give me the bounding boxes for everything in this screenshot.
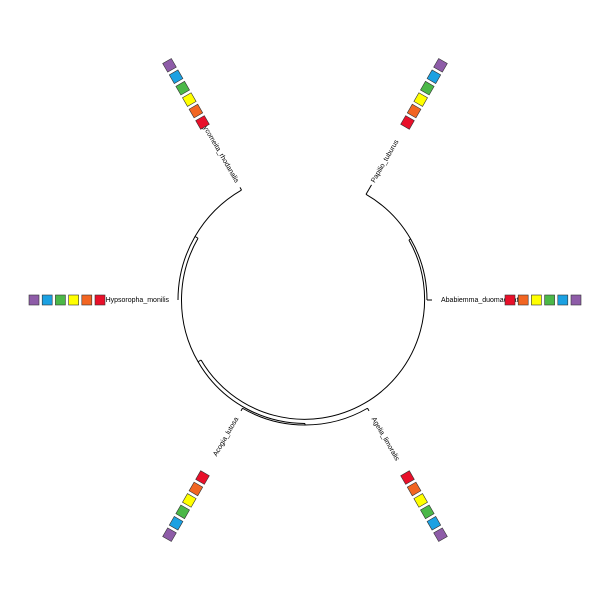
trait-square-acogia-orange — [188, 481, 204, 497]
node-1-arc — [365, 193, 428, 301]
tip-label-acogia: Acogia_lutosa — [212, 416, 240, 458]
trait-square-hypso-yellow — [68, 294, 79, 306]
tip-labels: Ababiemma_duomaculataPapilio_tuburusPhyc… — [106, 118, 523, 463]
trait-square-ababl-green — [544, 294, 555, 306]
trait-square-phyco-orange — [188, 103, 204, 119]
node-4-arc — [177, 189, 242, 301]
trait-square-hypso-blue — [41, 294, 53, 306]
trait-square-phyco-yellow — [182, 92, 197, 107]
tip-branch-agelia — [367, 408, 370, 412]
node-4-stem — [194, 236, 199, 239]
trait-square-phyco-green — [175, 80, 190, 96]
tip-branch-phyco — [239, 187, 242, 191]
trait-square-papil-purple — [433, 58, 448, 73]
tip-label-papil: Papilio_tuburus — [370, 138, 400, 184]
node-3-arc — [242, 407, 368, 426]
trait-square-hypso-orange — [81, 294, 93, 306]
trait-square-ababl-yellow — [531, 294, 542, 306]
node-2-arc — [181, 238, 306, 424]
trait-square-acogia-blue — [168, 516, 184, 531]
trait-square-agelia-red — [400, 470, 415, 485]
trait-square-acogia-yellow — [182, 493, 197, 508]
trait-square-agelia-orange — [406, 481, 422, 497]
trait-square-ababl-orange — [517, 294, 529, 306]
trait-square-agelia-green — [420, 504, 435, 520]
trait-square-acogia-purple — [162, 527, 177, 542]
trait-square-hypso-red — [94, 294, 106, 306]
tip-branch-acogia — [240, 408, 243, 412]
trait-square-ababl-red — [504, 294, 516, 306]
root-arc — [200, 239, 426, 420]
trait-square-phyco-blue — [168, 69, 184, 84]
trait-square-agelia-purple — [433, 527, 448, 542]
tip-label-ababl: Ababiemma_duomaculata — [441, 297, 522, 304]
trait-square-papil-red — [400, 115, 415, 130]
trait-square-ababl-purple — [570, 294, 582, 306]
tip-label-agelia: Agelia_limoralis — [370, 416, 401, 462]
trait-square-hypso-purple — [28, 294, 40, 306]
trait-square-papil-blue — [426, 69, 442, 84]
trait-square-hypso-green — [55, 294, 66, 306]
trait-square-papil-green — [420, 80, 435, 96]
trait-square-phyco-red — [195, 115, 210, 130]
trait-square-acogia-red — [195, 470, 210, 485]
trait-square-papil-orange — [406, 103, 422, 119]
node-2-stem — [197, 359, 202, 363]
tip-label-hypso: Hypsoropha_monilis — [106, 297, 170, 304]
trait-square-acogia-green — [175, 504, 190, 520]
trait-square-agelia-blue — [426, 516, 442, 531]
trait-square-papil-yellow — [413, 92, 428, 107]
trait-square-ababl-blue — [557, 294, 569, 306]
trait-square-phyco-purple — [162, 58, 177, 73]
tip-branch-papil — [365, 184, 372, 195]
trait-square-agelia-yellow — [413, 493, 428, 508]
tree-branches — [177, 184, 432, 426]
trait-color-bars — [28, 58, 582, 542]
